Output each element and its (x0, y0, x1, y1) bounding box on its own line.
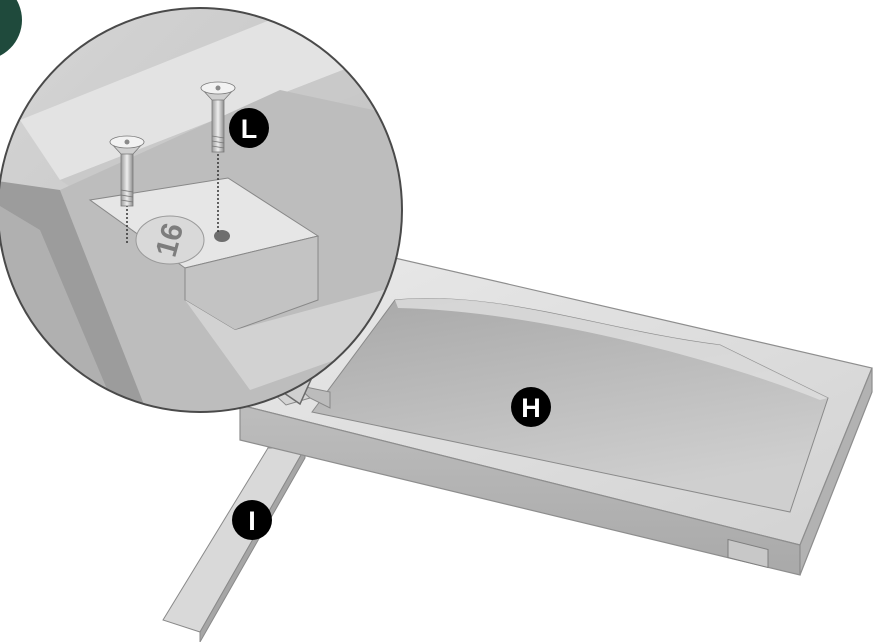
callout-stand-bar-text: I (248, 506, 256, 536)
stand-bar (162, 431, 306, 642)
callout-screws-text: L (241, 114, 258, 144)
callout-tray-text: H (521, 393, 541, 423)
callout-tray: H (511, 387, 551, 427)
tray (238, 257, 873, 576)
screw-left (109, 135, 145, 207)
screw-right (200, 81, 236, 153)
callout-screws: L (229, 108, 269, 148)
callout-stand-bar: I (232, 500, 272, 540)
corner-badge (0, 0, 22, 56)
